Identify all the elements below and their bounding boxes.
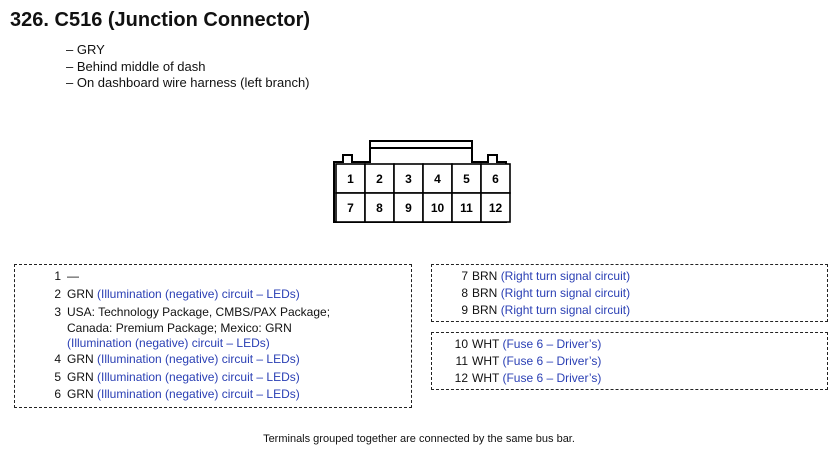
terminal-number: 3 [54,305,61,319]
wire-color: WHT [472,337,500,351]
circuit-desc: (Right turn signal circuit) [500,269,631,283]
terminal-label: 8 [376,200,383,215]
circuit-desc: (Illumination (negative) circuit – LEDs) [97,287,300,301]
terminal-number: 1 [54,269,61,283]
terminal-number: 5 [54,370,61,384]
terminal-label: 11 [460,200,473,215]
wire-color: WHT [472,354,500,368]
terminal-label: 3 [405,171,412,186]
terminal-label: 9 [405,200,412,215]
terminal-number: 7 [461,269,468,283]
terminal-label: 4 [434,171,441,186]
terminal-label: 1 [347,171,354,186]
terminal-group-3: 10 WHT (Fuse 6 – Driver’s) 11 WHT (Fuse … [431,332,828,390]
wire-color: GRN [67,352,94,366]
note-location: – Behind middle of dash [66,58,206,74]
terminal-group-1: 1 — 2 GRN (Illumination (negative) circu… [14,264,412,408]
wire-color: BRN [472,303,498,317]
terminal-label: 12 [488,200,503,215]
footer-note: Terminals grouped together are connected… [263,433,575,445]
wire-color: USA: Technology Package, CMBS/PAX Packag… [67,305,331,319]
terminal-label: 7 [347,200,354,215]
wire-color: WHT [472,371,500,385]
terminal-number: 4 [54,352,61,366]
terminal-cavity [422,192,453,223]
circuit-desc: (Illumination (negative) circuit – LEDs) [67,336,270,350]
terminal-number: 6 [54,387,61,401]
terminal-label: 5 [463,171,470,186]
terminal-number: 8 [461,286,468,300]
terminal-cavity [335,163,366,194]
note-color: – GRY [66,42,105,57]
circuit-desc: (Illumination (negative) circuit – LEDs) [97,352,300,366]
terminal-number: 11 [455,354,468,368]
connector-outline [333,140,511,223]
note-harness: – On dashboard wire harness (left branch… [66,75,310,90]
terminal-number: 9 [461,303,468,317]
circuit-desc: (Right turn signal circuit) [500,303,631,317]
terminal-label: 10 [430,200,445,215]
circuit-desc: (Illumination (negative) circuit – LEDs) [97,370,300,384]
circuit-desc: (Fuse 6 – Driver’s) [502,337,602,351]
terminal-cavity [364,192,395,223]
circuit-desc: (Right turn signal circuit) [500,286,631,300]
wire-color: BRN [472,286,498,300]
terminal-cavity [364,163,395,194]
connector-title: C516 (Junction Connector) [54,9,311,31]
wire-color: — [67,269,79,283]
terminal-cavity [393,192,424,223]
wire-color-cont: Canada: Premium Package; Mexico: GRN [67,320,292,335]
terminal-group-2: 7 BRN (Right turn signal circuit) 8 BRN … [431,264,828,322]
wire-color: GRN [67,370,94,384]
terminal-label: 6 [492,171,499,186]
circuit-desc: (Fuse 6 – Driver’s) [502,371,602,385]
page-title: 326. C516 (Junction Connector) [10,9,310,32]
terminal-number: 2 [54,287,61,301]
terminal-number: 12 [454,371,468,385]
connector-notes: – GRY – Behind middle of dash – On dashb… [66,42,310,92]
wire-color: BRN [472,269,498,283]
wire-color: GRN [67,387,94,401]
connector-number: 326. [10,9,49,31]
circuit-desc: (Fuse 6 – Driver’s) [502,354,602,368]
terminal-number: 10 [454,337,468,351]
wire-color: GRN [67,287,94,301]
terminal-cavity [480,192,511,223]
terminal-cavity [335,192,366,223]
terminal-label: 2 [376,171,383,186]
circuit-desc: (Illumination (negative) circuit – LEDs) [97,387,300,401]
